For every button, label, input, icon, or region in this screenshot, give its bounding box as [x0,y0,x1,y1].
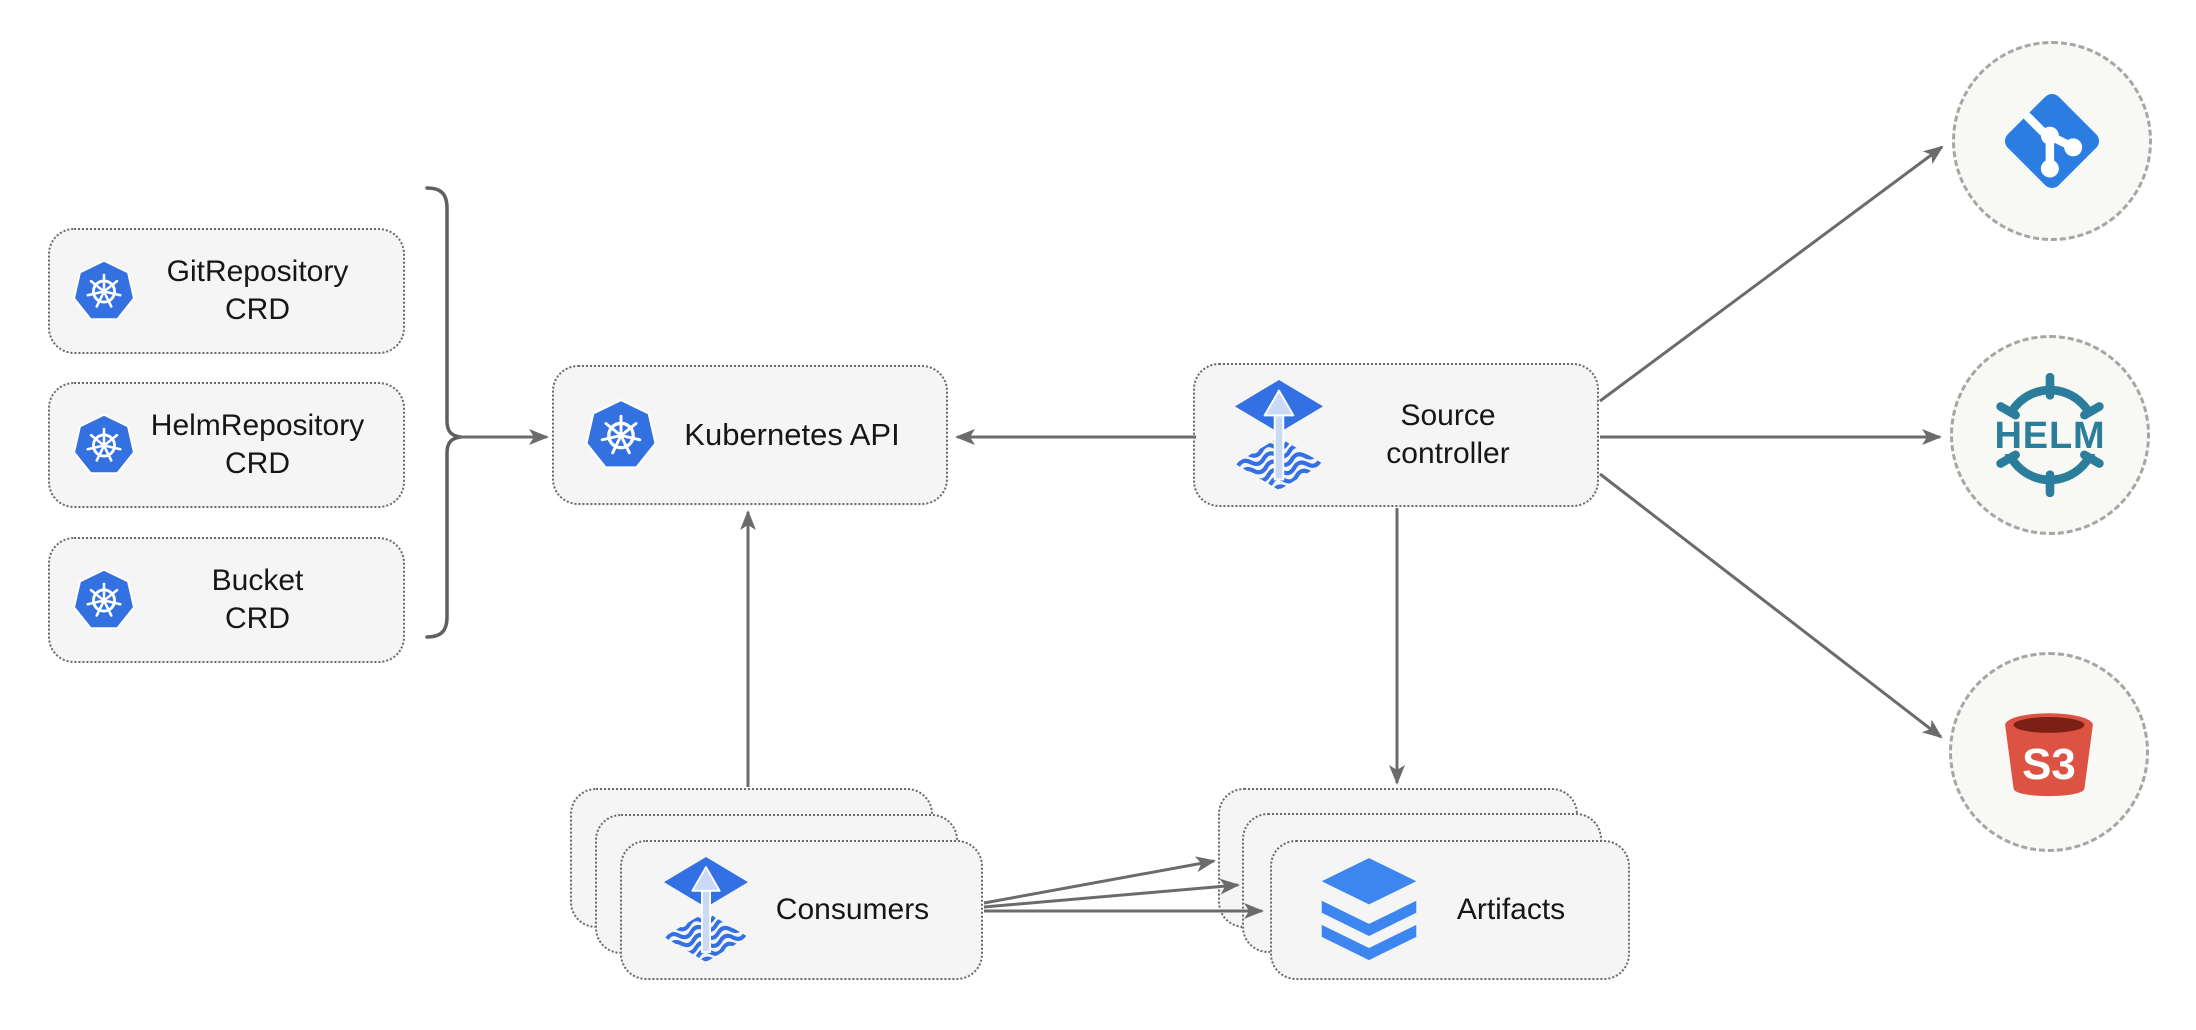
helm-wordmark: HELM [1994,415,2105,457]
node-label: Bucket CRD [136,562,379,638]
source-label-line1: Source [1400,399,1496,432]
edge-source-to-git [1599,145,1944,403]
node-bucket-crd: Bucket CRD [48,537,405,663]
node-kubernetes-api: Kubernetes API [552,365,948,505]
flux-icon [664,857,748,963]
crd-subtitle: CRD [225,293,290,326]
s3-bucket-icon: S3 [1993,696,2105,808]
node-label: Consumers [775,893,930,926]
node-helmrepository-crd: HelmRepository CRD [48,382,405,508]
node-label: HelmRepository CRD [136,407,379,483]
source-label-line2: controller [1386,437,1510,470]
flux-icon [1235,380,1323,491]
node-label: Kubernetes API [684,417,900,452]
node-consumers: Consumers [620,840,983,980]
crd-subtitle: CRD [225,602,290,635]
crd-title: Bucket [211,564,304,597]
node-artifacts: Artifacts [1270,840,1630,980]
node-label: Artifacts [1456,893,1566,926]
edge-consumers-to-artifacts-middle [983,878,1240,909]
crd-grouping-brace [425,186,462,639]
crd-title: GitRepository [166,255,349,288]
kubernetes-icon [72,412,136,479]
node-gitrepository-crd: GitRepository CRD [48,228,405,354]
node-helm-repository: HELM [1950,335,2150,535]
node-label: GitRepository CRD [136,253,379,329]
edge-source-to-s3 [1599,472,1943,739]
helm-icon: HELM [1974,359,2126,511]
s3-wordmark: S3 [2022,740,2076,789]
node-label: Source controller [1323,397,1573,473]
crd-subtitle: CRD [225,447,290,480]
edge-consumers-to-artifacts-back [983,856,1216,905]
node-source-controller: Source controller [1193,363,1599,507]
git-icon [1999,88,2105,194]
node-git-repository [1952,41,2152,241]
crd-title: HelmRepository [150,409,365,442]
node-s3-bucket: S3 [1949,652,2149,852]
kubernetes-icon [72,567,136,634]
kubernetes-icon [72,258,136,325]
layers-icon [1318,858,1420,962]
kubernetes-icon [584,397,658,474]
